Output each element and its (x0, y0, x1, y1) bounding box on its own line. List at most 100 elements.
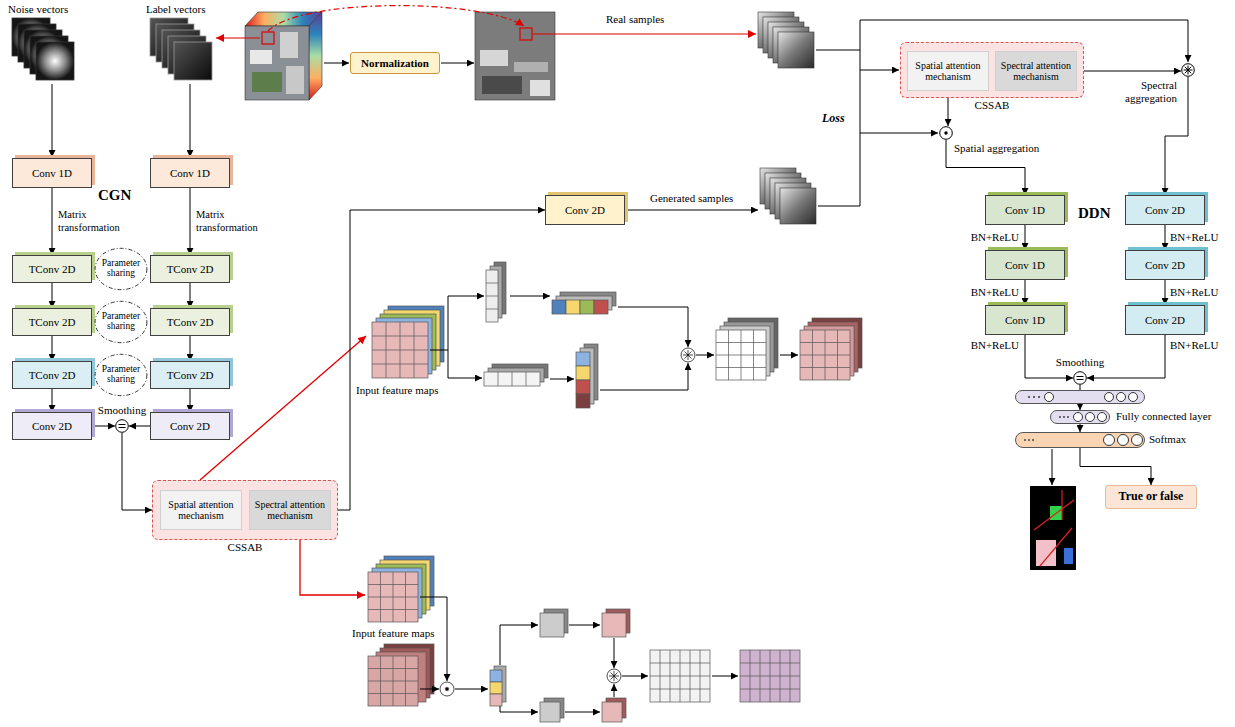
classification-map-part (1036, 540, 1056, 566)
node-label: Conv 1D (1005, 314, 1045, 327)
classification-map-part (1052, 449, 1053, 485)
spatial-attention-detail-part (484, 372, 540, 386)
normalized-image-part (530, 80, 550, 96)
attention-box: Spectral attention mechanism (249, 490, 331, 530)
output-box: True or false (1105, 485, 1197, 509)
neuron-circle (1098, 413, 1107, 422)
hyperspectral-cube-part (250, 50, 272, 64)
spatial-attention-detail-part (683, 350, 693, 360)
detail-wire-part (696, 355, 714, 356)
detail-caption: Input feature maps (352, 627, 434, 640)
detail-wire-part (622, 676, 648, 677)
detail-wire-part (600, 363, 688, 390)
node-label: Spatial attention mechanism (165, 499, 237, 522)
spatial-attention-detail-part (716, 330, 766, 380)
spatial-attention-detail-part (552, 300, 566, 314)
detail-wire-part (448, 378, 482, 379)
layer-note: BN+ReLU (959, 231, 1019, 244)
detail-wire-part (618, 307, 688, 347)
node-label: Parameter sharing (96, 365, 146, 385)
spectral-attention-detail-part (540, 613, 564, 637)
connector (1165, 280, 1166, 305)
spatial-attention-detail-part (486, 270, 498, 322)
neuron-bar-outline (1016, 433, 1145, 448)
classification-map-part (1064, 548, 1073, 564)
spatial-attention-detail-part (580, 300, 594, 314)
aggregation-operator: Spectral aggregation (1181, 63, 1195, 77)
hyperspectral-cube-part (309, 12, 322, 100)
neuron-dot (1032, 439, 1034, 441)
operator-circle (116, 420, 129, 433)
connector (52, 283, 53, 308)
hidden-layer-bar-part (1028, 396, 1030, 398)
operator-circle (1182, 64, 1195, 77)
node-heading: Softmax (1149, 433, 1209, 446)
noise-vector-stack (12, 18, 74, 80)
loss-wire-part (860, 133, 938, 134)
node-label: Conv 2D (170, 420, 210, 433)
neuron-circle (1086, 413, 1095, 422)
hyperspectral-cube (245, 12, 322, 100)
detail-wire-part (569, 625, 600, 626)
noise-vector-stack-part (36, 42, 74, 80)
connector (129, 426, 150, 427)
hidden-layer-bar-part (1129, 393, 1138, 402)
label-vector-stack-part (174, 42, 212, 80)
classification-map (1030, 449, 1076, 570)
connector (1080, 424, 1081, 432)
node-heading: Smoothing (92, 404, 152, 417)
connector (1080, 448, 1151, 485)
loss-wire-part (818, 206, 860, 207)
hyperspectral-cube-part (252, 72, 282, 92)
hidden-layer-bar-part (1105, 393, 1114, 402)
hidden-layer-bar-part (1117, 393, 1126, 402)
detail-wire-part (430, 350, 448, 351)
layer-box: Conv 1D (985, 195, 1065, 225)
connector (1077, 71, 1181, 72)
detail-wire-part (780, 355, 798, 356)
node-label: Spectral attention mechanism (1000, 60, 1072, 83)
node-label: Spatial attention mechanism (912, 60, 984, 83)
layer-box: TConv 2D (150, 255, 230, 283)
hidden-layer-bar-part (1045, 393, 1054, 402)
node-heading: Spectral aggregation (1119, 79, 1177, 104)
loss-wire (626, 20, 1188, 210)
smoothing-operator: Smoothing (1073, 371, 1087, 385)
spatial-attention-detail (372, 262, 862, 408)
node-label: Conv 2D (1145, 314, 1185, 327)
spatial-attention-detail-part (576, 366, 590, 380)
connector (92, 426, 115, 427)
spectral-attention-detail-part (602, 613, 626, 637)
spectral-attention-detail-part (368, 656, 418, 706)
node-label: Parameter sharing (96, 259, 146, 279)
fully-connected-bar: Fully connected layer (1050, 410, 1110, 424)
input-caption: Noise vectors (8, 3, 68, 16)
spectral-attention-detail-part (368, 572, 418, 622)
node-label: Conv 2D (565, 204, 605, 217)
operator-mark (944, 131, 947, 134)
spatial-attention-detail-part (576, 394, 590, 408)
operator-symbol (1073, 371, 1087, 385)
neuron-bar-shape (1050, 410, 1110, 424)
normalized-image-part (482, 76, 522, 94)
detail-wire-part (448, 296, 484, 297)
loss-wire-part (860, 70, 899, 71)
normalized-image-part (520, 28, 532, 40)
connector (52, 188, 53, 255)
neuron-circle (1074, 413, 1083, 422)
spatial-attention-detail-part (800, 330, 850, 380)
layer-box: Conv 2D (1125, 305, 1205, 335)
label-vector-stack (150, 18, 212, 80)
hyperspectral-cube-part (280, 32, 298, 58)
loss-label: Loss (822, 112, 845, 126)
detail-wire-part (614, 684, 615, 697)
loss-wire-part (626, 210, 758, 211)
neuron-bar-shape (1015, 432, 1145, 448)
node-label: Conv 2D (1145, 259, 1185, 272)
node-label: Normalization (361, 57, 429, 70)
generated-sample-stack (760, 168, 816, 224)
node-heading: Smoothing (1050, 356, 1110, 369)
node-heading: CSSAB (901, 99, 1083, 112)
layer-box: Conv 2D (12, 412, 92, 440)
operator-symbol (115, 419, 129, 433)
